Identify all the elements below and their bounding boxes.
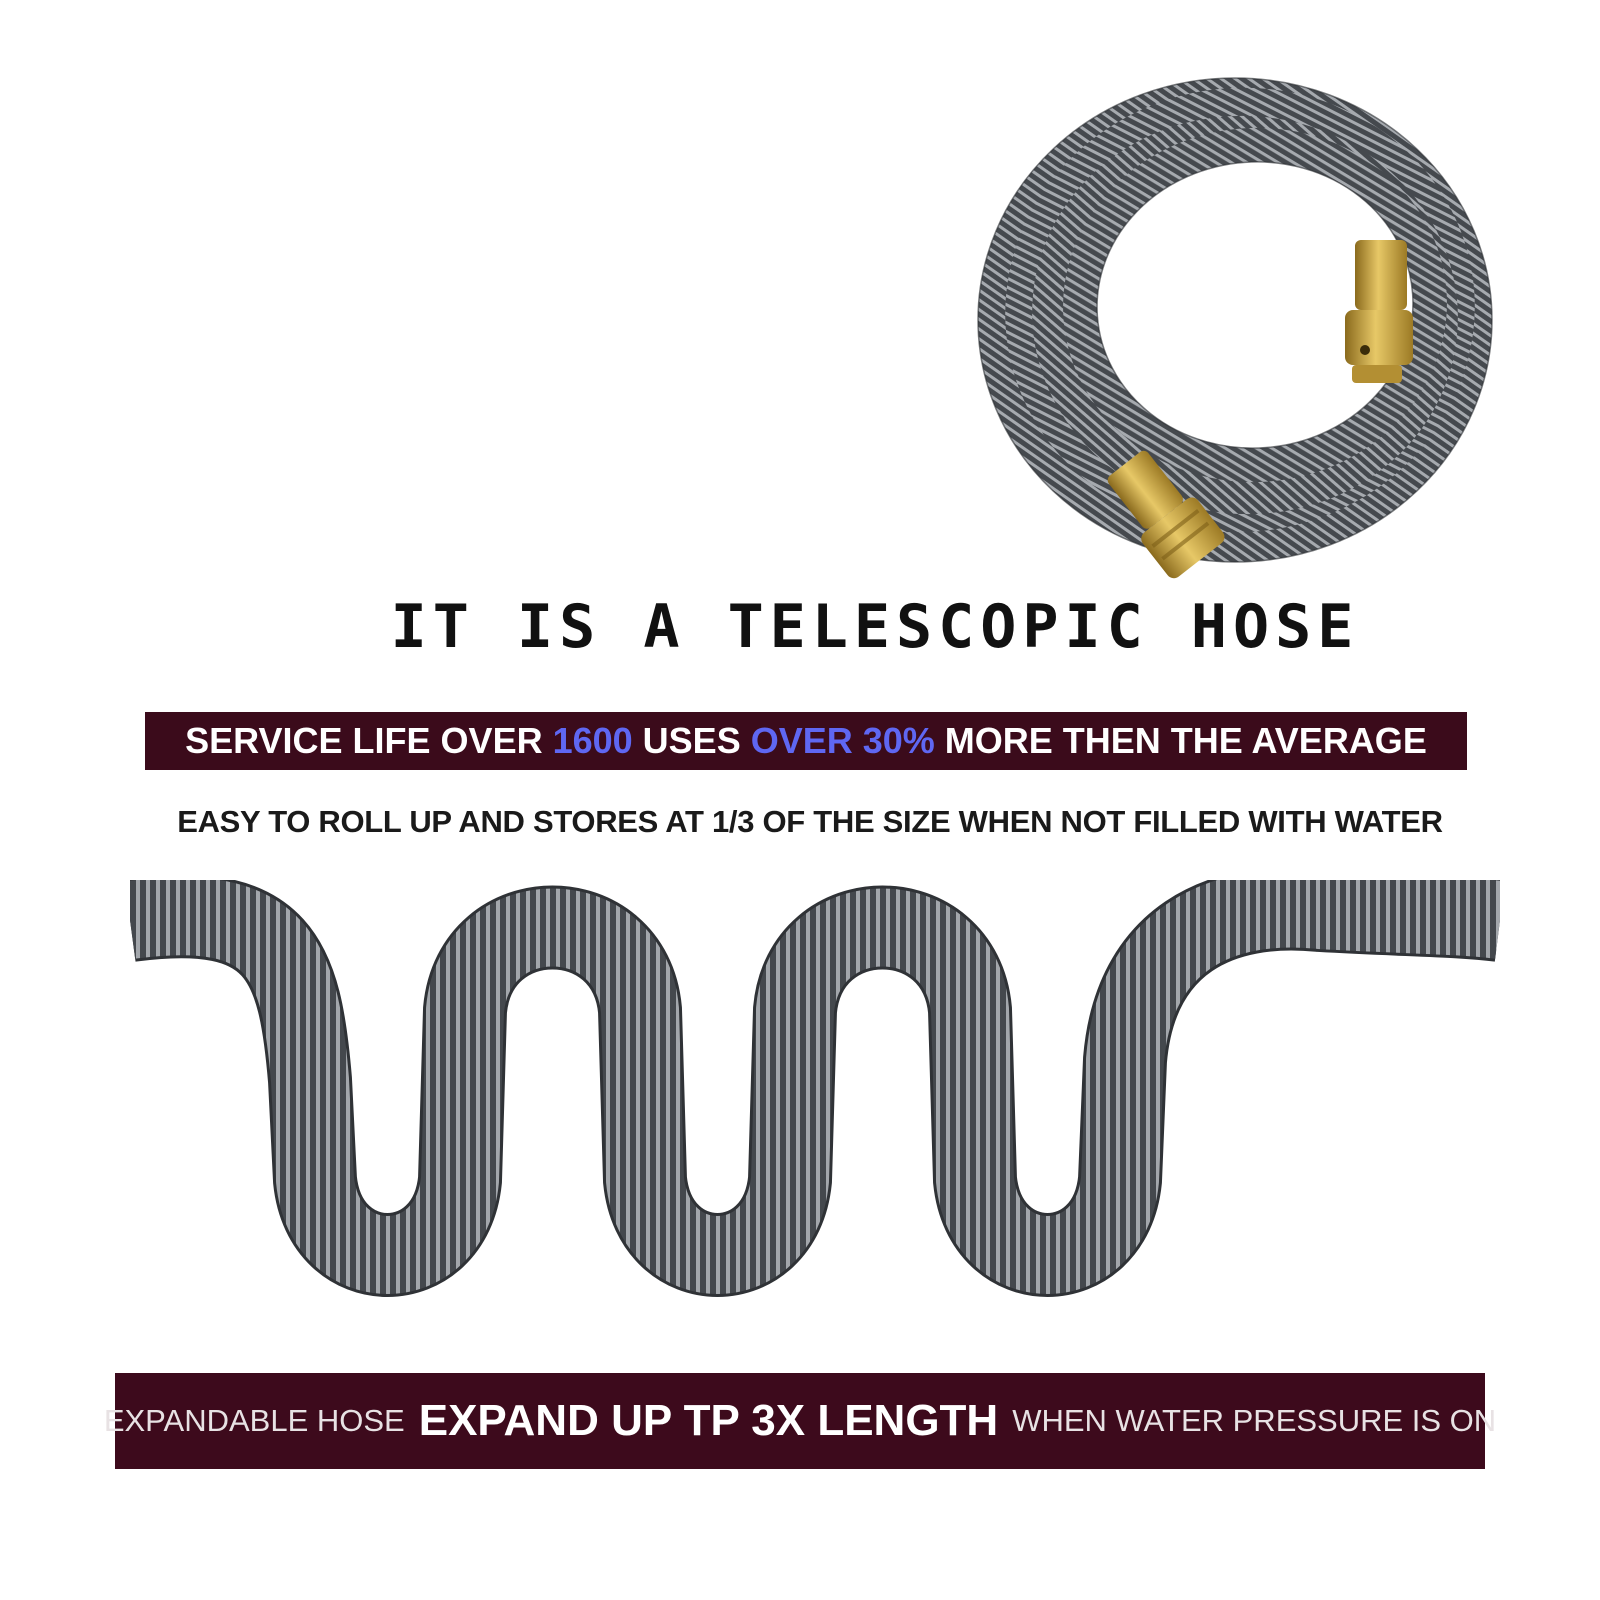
expand-length-banner: EXPANDABLE HOSE EXPAND UP TP 3X LENGTH W… — [104, 1373, 1496, 1469]
banner-lead-text: EXPANDABLE HOSE — [103, 1403, 405, 1438]
wavy-hose-icon — [130, 880, 1500, 1297]
brass-fitting-icon — [1345, 240, 1413, 383]
storage-subheading: EASY TO ROLL UP AND STORES AT 1/3 OF THE… — [177, 804, 1443, 839]
brass-fitting-icon — [1107, 450, 1225, 579]
highlight-percent: OVER 30% — [750, 720, 935, 761]
banner-main-text: EXPAND UP TP 3X LENGTH — [418, 1396, 999, 1445]
banner-text: MORE THEN THE AVERAGE — [944, 720, 1427, 761]
banner-text: SERVICE LIFE OVER — [185, 720, 543, 761]
banner-tail-text: WHEN WATER PRESSURE IS ON — [1012, 1403, 1497, 1438]
highlight-uses-count: 1600 — [552, 720, 633, 761]
coiled-hose-icon — [977, 77, 1493, 579]
banner-text: USES — [642, 720, 741, 761]
page-title: IT IS A TELESCOPIC HOSE — [390, 592, 1360, 662]
service-life-banner: SERVICE LIFE OVER 1600 USES OVER 30% MOR… — [145, 712, 1467, 770]
